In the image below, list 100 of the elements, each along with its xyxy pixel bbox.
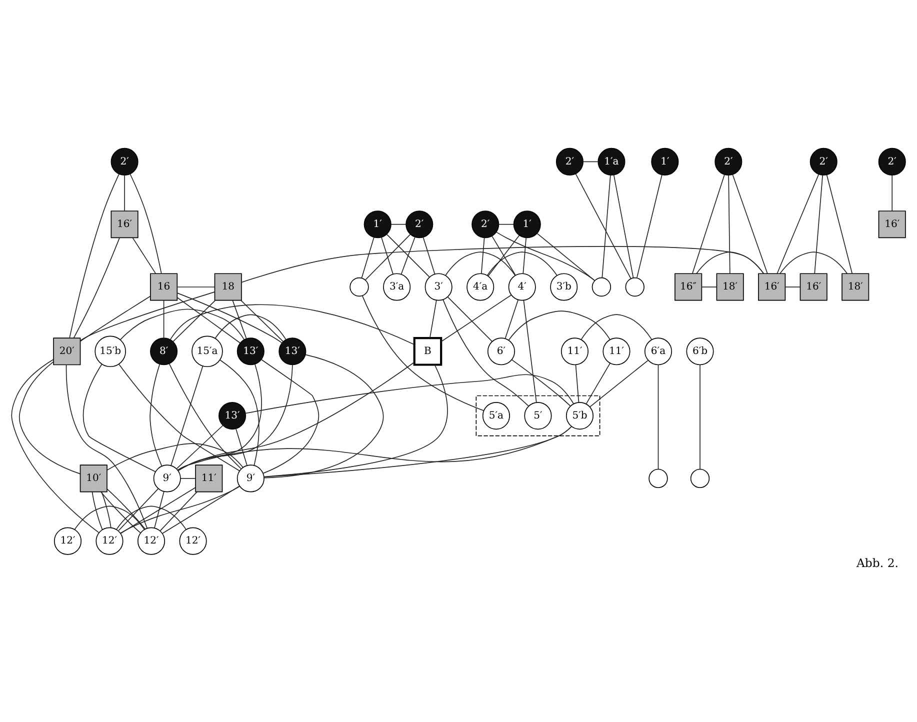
connector xyxy=(80,292,216,342)
connector xyxy=(130,173,162,274)
node-circle: 5′a xyxy=(482,402,510,430)
connector xyxy=(154,491,164,528)
connector xyxy=(118,364,240,472)
connector xyxy=(590,360,648,408)
node-box: 16′ xyxy=(758,273,786,301)
node-circle xyxy=(350,277,369,297)
connector xyxy=(814,174,824,274)
connector xyxy=(73,237,120,338)
node-box: 16′ xyxy=(800,273,828,301)
node-circle: 11′ xyxy=(602,338,630,366)
connector xyxy=(178,364,262,472)
connector xyxy=(496,232,595,281)
connector xyxy=(120,308,245,340)
node-circle: 8′ xyxy=(150,338,178,366)
connector xyxy=(390,224,406,225)
node-box: 18 xyxy=(214,273,242,301)
node-box: 16 xyxy=(150,273,178,301)
node-circle: 2′ xyxy=(472,210,500,238)
connector xyxy=(826,174,853,274)
node-circle: 11′ xyxy=(560,338,589,366)
node-circle: 3′b xyxy=(550,273,578,301)
connector xyxy=(365,234,411,280)
connector xyxy=(177,426,572,470)
node-circle: 6′ xyxy=(487,338,516,366)
connector xyxy=(178,362,415,471)
connector xyxy=(170,365,204,466)
connector xyxy=(80,296,151,342)
node-circle: 6′b xyxy=(686,338,714,366)
node-circle: 13′ xyxy=(236,338,264,366)
node-circle: 4′ xyxy=(508,273,536,301)
node-circle: 9′ xyxy=(153,464,181,492)
node-circle xyxy=(690,468,710,488)
connector xyxy=(176,424,224,470)
node-box: 18′ xyxy=(842,273,870,301)
connector xyxy=(486,252,558,276)
caption: Abb. 2. xyxy=(856,556,898,570)
connector xyxy=(82,364,156,472)
connector xyxy=(240,300,284,342)
node-circle: 2′ xyxy=(406,210,434,238)
connector xyxy=(613,174,634,278)
node-circle: 15′b xyxy=(94,336,126,368)
connector xyxy=(701,286,717,288)
node-box: 16′ xyxy=(110,210,138,238)
connector xyxy=(400,236,416,275)
connector xyxy=(177,292,282,344)
connector xyxy=(116,506,187,530)
connector xyxy=(362,295,484,412)
connector xyxy=(508,310,610,341)
connector xyxy=(124,174,125,212)
node-circle: 4′a xyxy=(466,273,494,301)
connector xyxy=(172,300,216,342)
node-circle: 12′ xyxy=(96,527,124,555)
connector xyxy=(692,174,725,274)
cluster xyxy=(476,395,600,436)
connector xyxy=(176,297,241,344)
connector xyxy=(214,314,286,340)
node-circle: 12′ xyxy=(179,527,207,555)
node-circle: 13′ xyxy=(218,402,246,430)
node-circle: 1′a xyxy=(598,148,626,176)
node-circle: 5′ xyxy=(524,402,552,430)
connector xyxy=(163,300,164,338)
node-circle: 2′ xyxy=(878,148,906,176)
connector xyxy=(430,300,437,338)
connector xyxy=(536,233,596,281)
connector xyxy=(361,236,374,278)
connector xyxy=(447,296,492,342)
connector xyxy=(575,173,632,279)
connector xyxy=(236,428,248,466)
node-circle xyxy=(625,277,644,297)
node-circle xyxy=(592,277,612,297)
connector xyxy=(264,364,448,478)
connector xyxy=(219,359,260,466)
connector xyxy=(120,486,240,534)
connector xyxy=(580,314,652,340)
connector xyxy=(106,488,146,530)
node-circle: 1′ xyxy=(651,148,679,176)
connector xyxy=(150,364,162,466)
connector xyxy=(784,286,800,288)
connector xyxy=(776,174,820,274)
node-circle: 5′b xyxy=(566,402,594,430)
connector xyxy=(732,174,768,274)
connector xyxy=(170,304,415,345)
node-box: 16″ xyxy=(674,273,702,301)
connector xyxy=(11,359,100,533)
node-circle: 13′ xyxy=(278,338,306,366)
connector xyxy=(66,364,148,529)
connector xyxy=(636,174,662,278)
connector xyxy=(106,443,244,470)
node-circle: 12′ xyxy=(138,527,166,555)
connector xyxy=(586,362,610,404)
connector xyxy=(892,174,893,212)
connector xyxy=(480,237,485,274)
connector xyxy=(260,359,320,474)
connector xyxy=(118,488,159,531)
connector xyxy=(180,478,196,479)
connector xyxy=(523,300,537,403)
connector xyxy=(232,300,247,339)
connector xyxy=(74,506,145,530)
